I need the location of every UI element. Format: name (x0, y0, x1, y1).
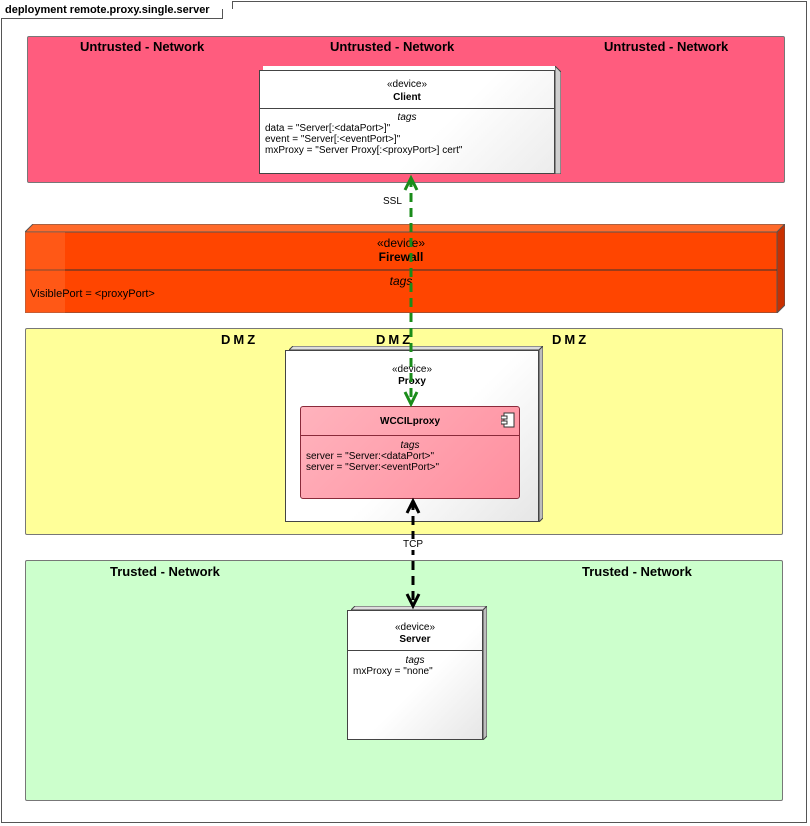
dmz-zone-label-left: DMZ (221, 332, 259, 347)
client-stereotype: «device» (386, 79, 428, 90)
server-node[interactable]: «device» Server tags mxProxy = "none" (347, 610, 483, 740)
proxy-stereotype: «device» (391, 364, 433, 375)
firewall-stereotype: «device» (376, 236, 426, 250)
firewall-tag-visibleport: VisiblePort = <proxyPort> (30, 288, 155, 300)
server-stereotype: «device» (394, 622, 436, 633)
server-node-3d (349, 604, 489, 742)
client-name: Client (393, 92, 421, 103)
firewall-tags-label: tags (389, 274, 413, 288)
server-divider (348, 650, 482, 651)
trusted-zone-label-right: Trusted - Network (582, 564, 692, 579)
client-node[interactable]: «device» Client tags data = "Server[:<da… (259, 70, 555, 174)
untrusted-zone-label-left: Untrusted - Network (80, 39, 205, 54)
diagram-title: deployment remote.proxy.single.server (1, 1, 233, 19)
firewall-shape (25, 224, 785, 313)
wccilproxy-tag-eventport: server = "Server:<eventPort>" (306, 462, 439, 473)
tcp-label: TCP (401, 539, 425, 550)
wccilproxy-tag-dataport: server = "Server:<dataPort>" (306, 451, 434, 462)
client-tag-mxproxy: mxProxy = "Server Proxy[:<proxyPort>] ce… (265, 145, 463, 156)
server-node-shading (349, 604, 489, 742)
client-divider (260, 108, 554, 109)
component-icon (500, 412, 515, 433)
server-tags-label: tags (405, 655, 425, 666)
server-name: Server (399, 634, 431, 645)
trusted-zone-label-left: Trusted - Network (110, 564, 220, 579)
server-tag-mxproxy: mxProxy = "none" (353, 666, 433, 677)
proxy-name: Proxy (398, 376, 426, 387)
dmz-zone-label-right: DMZ (552, 332, 590, 347)
wccilproxy-tags-label: tags (400, 440, 420, 451)
dmz-zone-label-center: DMZ (376, 332, 414, 347)
wccilproxy-component[interactable]: WCCILproxy tags server = "Server:<dataPo… (300, 406, 520, 499)
client-tag-event: event = "Server[:<eventPort>]" (265, 134, 401, 145)
ssl-label: SSL (381, 196, 404, 207)
untrusted-zone-label-center: Untrusted - Network (330, 39, 455, 54)
wccilproxy-divider (301, 435, 519, 436)
client-tags-label: tags (397, 112, 417, 123)
firewall-node[interactable]: «device» Firewall tags VisiblePort = <pr… (25, 224, 785, 313)
firewall-name: Firewall (378, 250, 424, 264)
client-tag-data: data = "Server[:<dataPort>]" (265, 123, 391, 134)
untrusted-zone-label-right: Untrusted - Network (604, 39, 729, 54)
wccilproxy-name: WCCILproxy (380, 416, 440, 427)
